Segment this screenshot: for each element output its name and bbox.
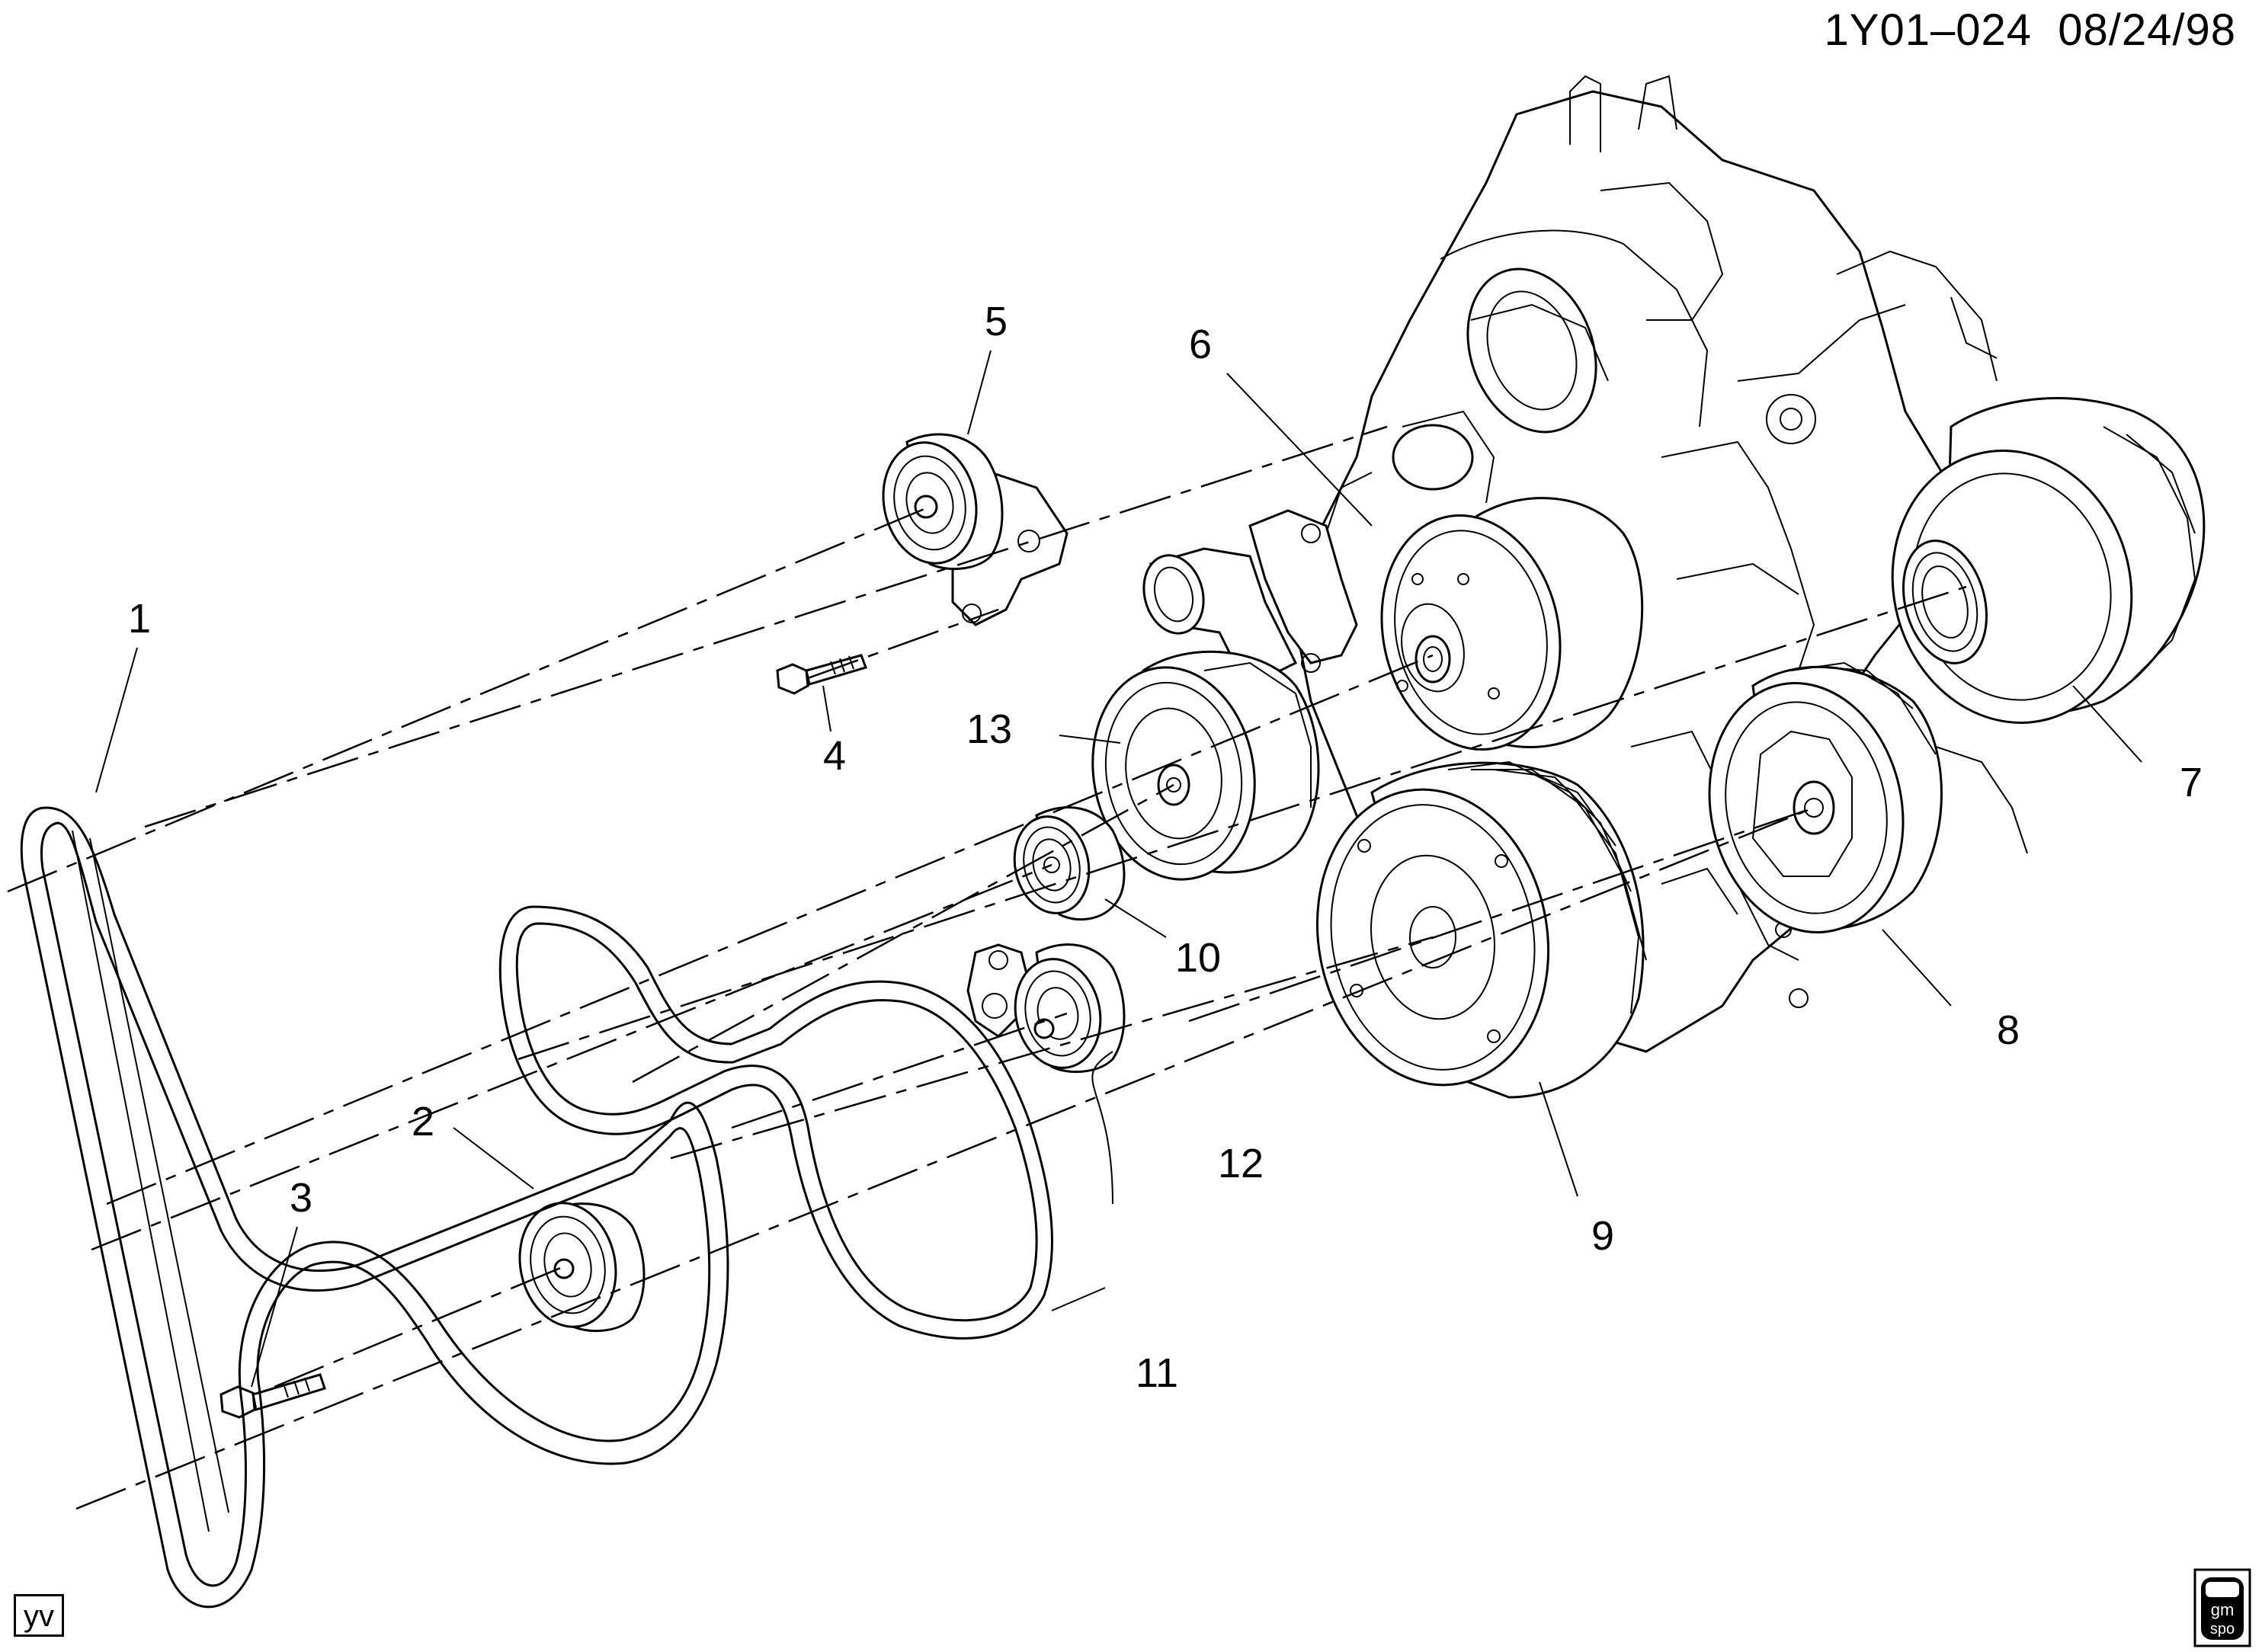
callout-1: 1 [128, 596, 151, 642]
callout-4: 4 [823, 733, 846, 779]
water-pump-pulley [1380, 497, 1644, 751]
alignment-centerlines [7, 425, 1967, 1510]
callout-8: 8 [1997, 1007, 2020, 1053]
logo-line1: gm [2211, 1600, 2235, 1619]
callout-5: 5 [985, 299, 1008, 344]
callout-6: 6 [1189, 322, 1212, 367]
belt-tensioner-5 [882, 433, 1069, 626]
callout-13: 13 [966, 706, 1012, 752]
callout-10: 10 [1175, 935, 1221, 981]
callout-2: 2 [412, 1099, 434, 1145]
idler-pulley-2 [518, 1202, 646, 1333]
serpentine-belt-1 [20, 806, 729, 1609]
callout-12: 12 [1218, 1141, 1264, 1186]
water-outlet-housing [1142, 509, 1358, 673]
gm-spo-logo: gm spo [2193, 1568, 2251, 1647]
callout-9: 9 [1591, 1213, 1614, 1259]
corner-tag: yv [14, 1594, 64, 1637]
alternator [1891, 397, 2206, 724]
drawing-date: 08/24/98 [2058, 5, 2236, 55]
idler-pulley-10 [1013, 806, 1126, 921]
ac-compressor [1091, 650, 1320, 881]
bolt-3 [219, 1373, 326, 1419]
drawing-header: 1Y01–024 08/24/98 [1825, 5, 2237, 56]
callout-11: 11 [1136, 1350, 1178, 1396]
leader-lines [95, 350, 2142, 1388]
drawing-id: 1Y01–024 [1824, 5, 2032, 55]
callout-3: 3 [290, 1175, 312, 1221]
callout-7: 7 [2180, 760, 2203, 805]
logo-line2: spo [2210, 1621, 2235, 1638]
callout-numbers: 1 2 3 4 5 6 7 8 9 10 11 12 13 [128, 299, 2203, 1396]
bolt-4 [776, 654, 867, 695]
power-steering-pulley [1708, 661, 2028, 933]
belt-tensioner-12 [966, 943, 1126, 1074]
serpentine-belt-11 [498, 905, 1053, 1340]
crankshaft-balancer [1315, 760, 1647, 1099]
